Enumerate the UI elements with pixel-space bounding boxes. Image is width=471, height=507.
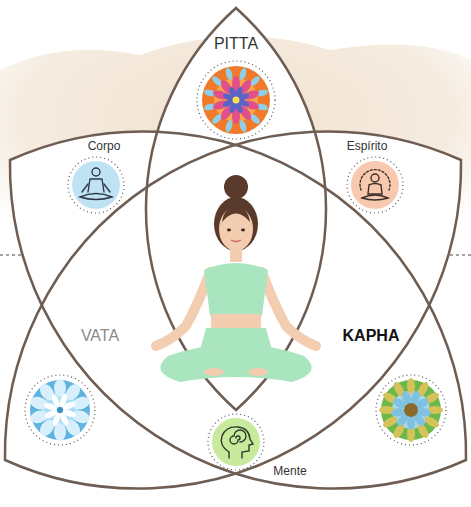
kapha-mandala <box>381 415 399 430</box>
espirito-icon <box>362 195 388 200</box>
petal-fill <box>5 8 466 489</box>
kapha-mandala <box>376 375 446 445</box>
meditating-woman <box>224 175 248 199</box>
espirito-icon <box>360 170 390 200</box>
mente-icon <box>208 414 264 470</box>
petal-outline <box>5 131 461 488</box>
dosha-petal: VATA <box>79 327 121 345</box>
kapha-mandala <box>407 416 415 430</box>
petal-outline <box>10 131 466 488</box>
espirito-icon <box>368 184 382 195</box>
dosha-petal: PITTA <box>212 35 260 53</box>
corpo-icon <box>88 179 104 192</box>
pitta-mandala <box>239 120 248 133</box>
kapha-mandala <box>407 378 415 394</box>
corpo-icon <box>68 157 124 213</box>
petal-outline <box>5 8 466 489</box>
meditating-woman <box>160 344 311 382</box>
pitta-mandala <box>225 67 234 80</box>
pitta-mandala <box>239 67 248 80</box>
espirito-icon <box>347 157 403 213</box>
meditating-woman <box>222 205 250 222</box>
aspect-circle: Corpo <box>86 140 123 154</box>
kapha-mandala <box>376 375 446 445</box>
meditating-woman <box>219 207 253 251</box>
mente-icon <box>221 427 253 458</box>
mente-icon <box>221 427 253 458</box>
vata-mandala <box>54 423 66 441</box>
vata-mandala <box>59 411 70 426</box>
meditating-woman <box>262 272 316 346</box>
vata-mandala <box>57 407 63 413</box>
aspect-label: Espírito <box>345 140 390 154</box>
petal-fill <box>10 131 466 488</box>
petal-fill <box>146 8 326 410</box>
dosha-label: PITTA <box>212 35 260 53</box>
corpo-icon <box>92 168 100 176</box>
kapha-mandala <box>404 403 418 417</box>
pitta-mandala <box>197 61 275 139</box>
vata-mandala <box>50 393 61 408</box>
meditating-woman <box>211 314 261 330</box>
vata-mandala <box>54 379 66 397</box>
petal-outline <box>146 8 326 410</box>
meditating-woman <box>214 197 258 251</box>
espirito-icon <box>360 170 390 190</box>
mente-icon <box>212 418 260 466</box>
corpo-icon <box>82 184 110 192</box>
meditating-woman <box>231 240 241 242</box>
espirito-icon <box>351 161 399 209</box>
mente-icon <box>230 430 246 444</box>
meditating-woman <box>241 229 245 232</box>
aspect-circle: Mente <box>271 465 308 479</box>
vata-mandala <box>61 400 76 411</box>
corpo-icon <box>68 157 124 213</box>
meditating-woman <box>204 263 268 316</box>
meditating-woman <box>227 229 231 232</box>
dosha-petal: KAPHA <box>341 327 402 345</box>
meditating-woman <box>248 368 268 376</box>
corpo-icon <box>72 161 120 209</box>
meditating-woman <box>156 272 210 346</box>
meditating-woman <box>230 246 242 262</box>
vata-mandala <box>25 375 95 445</box>
aspect-circle: Espírito <box>345 140 390 154</box>
pitta-mandala <box>233 97 240 104</box>
dosha-label: VATA <box>79 327 121 345</box>
meditating-woman <box>204 368 224 376</box>
mente-icon <box>208 414 264 470</box>
vata-mandala <box>25 375 95 445</box>
espirito-icon <box>347 157 403 213</box>
aspect-label: Mente <box>271 465 308 479</box>
vata-mandala <box>30 380 90 440</box>
kapha-mandala <box>391 407 406 417</box>
pitta-mandala <box>202 66 270 134</box>
vata-mandala <box>43 409 58 420</box>
espirito-icon <box>371 174 379 182</box>
pitta-mandala <box>197 61 275 139</box>
kapha-mandala <box>423 415 441 430</box>
aspect-label: Corpo <box>86 140 123 154</box>
corpo-icon <box>80 168 112 200</box>
meditating-woman <box>156 175 316 382</box>
corpo-icon <box>80 194 112 200</box>
pitta-mandala <box>225 120 234 133</box>
dosha-label: KAPHA <box>341 327 402 345</box>
